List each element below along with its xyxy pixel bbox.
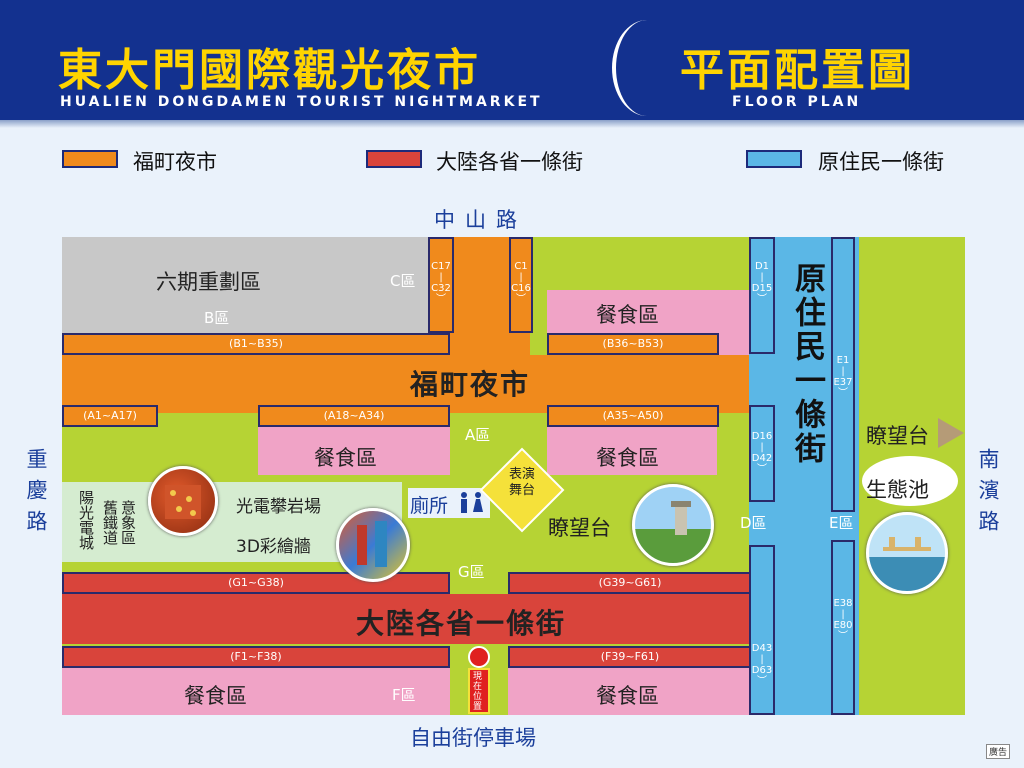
stall-strip-e2: E38| E80︶ xyxy=(831,540,855,715)
ad-badge: 廣告 xyxy=(986,744,1011,759)
mural-wall-photo xyxy=(336,508,410,582)
stall-strip-d1: D1| D15︶ xyxy=(749,237,775,354)
food-area-pink-a2 xyxy=(258,425,450,475)
you-are-here-label: 現在位置 xyxy=(473,672,483,712)
mainland-street-label: 大陸各省一條街 xyxy=(356,607,567,640)
road-north: 中山路 xyxy=(434,208,527,232)
fuding-market-label: 福町夜市 xyxy=(410,368,531,401)
fuding-main-band xyxy=(62,355,752,413)
zone-f-label: F區 xyxy=(392,686,416,704)
title-en: HUALIEN DONGDAMEN TOURIST NIGHTMARKET xyxy=(60,94,543,110)
you-are-here-pin xyxy=(468,646,490,668)
stall-strip-d3: D43| D63︶ xyxy=(749,545,775,715)
stall-strip-e1: E1| E37︶ xyxy=(831,237,855,512)
stage-label: 表演舞台 xyxy=(496,467,548,499)
mural-icon xyxy=(357,521,387,567)
food-area-pink-a3 xyxy=(547,425,717,475)
food-area-pink-se xyxy=(508,668,752,715)
stall-strip-a3: (A35~A50) xyxy=(547,405,719,427)
climbing-wall-photo xyxy=(148,466,218,536)
east-arrow-head xyxy=(938,418,964,448)
stall-strip-g2: (G39~G61) xyxy=(508,572,752,594)
aboriginal-street-label: 原住民一條街 xyxy=(789,262,825,466)
lookout-east-label: 瞭望台 xyxy=(866,424,929,448)
stall-d1-start: D1 xyxy=(754,261,770,272)
food-area-label-a2: 餐食區 xyxy=(314,446,377,470)
stall-strip-c1: C17| C32︶ xyxy=(428,237,454,333)
food-area-pink-sw xyxy=(62,668,450,715)
stall-d2-end: D42 xyxy=(751,453,773,464)
stall-strip-a1: (A1~A17) xyxy=(62,405,158,427)
zone-g-label: G區 xyxy=(458,563,485,581)
food-area-label-sw: 餐食區 xyxy=(184,684,247,708)
zone-d-label: D區 xyxy=(740,514,767,532)
eco-pond-icon xyxy=(883,537,931,551)
stall-d2-start: D16 xyxy=(751,431,773,442)
redevelopment-area xyxy=(62,237,432,335)
food-area-label-a3: 餐食區 xyxy=(596,446,659,470)
stall-e1-end: E37 xyxy=(833,377,853,388)
legend-swatch-red xyxy=(366,150,422,168)
climbing-label: 光電攀岩場 xyxy=(236,497,321,517)
stall-e2-start: E38 xyxy=(833,598,853,609)
stall-d3-start: D43 xyxy=(751,643,773,654)
you-are-here-tag: 現在位置 xyxy=(468,668,490,714)
mainland-main-band xyxy=(62,594,752,644)
climbing-wall-icon xyxy=(165,485,201,519)
road-south: 自由街停車場 xyxy=(410,726,536,750)
eco-pond-photo xyxy=(866,512,948,594)
mural-label: 3D彩繪牆 xyxy=(236,537,311,557)
stall-strip-d2: D16| D42︶ xyxy=(749,405,775,502)
stall-strip-c2: C1| C16︶ xyxy=(509,237,533,333)
food-area-label-se: 餐食區 xyxy=(596,684,659,708)
toilet-icon xyxy=(456,490,486,516)
stall-d1-end: D15 xyxy=(751,283,773,294)
stall-strip-b2: (B36~B53) xyxy=(547,333,719,355)
zone-c-label: C區 xyxy=(390,272,416,290)
stall-strip-a2: (A18~A34) xyxy=(258,405,450,427)
title-zh: 東大門國際觀光夜市 xyxy=(58,45,481,96)
stall-strip-b1: (B1~B35) xyxy=(62,333,450,355)
toilet-label: 廁所 xyxy=(410,495,449,517)
legend-swatch-orange xyxy=(62,150,118,168)
stall-strip-f1: (F1~F38) xyxy=(62,646,450,668)
redevelopment-label: 六期重劃區 xyxy=(156,270,261,294)
food-area-label-ne: 餐食區 xyxy=(596,303,659,327)
stall-d3-end: D63 xyxy=(751,665,773,676)
stall-e1-start: E1 xyxy=(836,355,850,366)
lookout-label: 瞭望台 xyxy=(548,516,611,540)
legend-label-fuding: 福町夜市 xyxy=(133,150,217,174)
sun-city-label: 陽光電城 xyxy=(77,490,95,550)
stage-text: 表演舞台 xyxy=(508,467,535,498)
eco-pond-cloud xyxy=(862,456,958,506)
stall-c2-start: C1 xyxy=(514,261,528,272)
lookout-photo xyxy=(632,484,714,566)
old-rail-label: 舊鐵道 xyxy=(101,500,119,545)
legend-swatch-blue xyxy=(746,150,802,168)
stall-c1-start: C17 xyxy=(431,261,451,272)
road-east: 南濱路 xyxy=(970,448,1000,552)
stall-e2-end: E80 xyxy=(833,620,853,631)
stall-strip-g1: (G1~G38) xyxy=(62,572,450,594)
plan-title-en: FLOOR PLAN xyxy=(732,94,862,110)
eco-pond-label: 生態池 xyxy=(866,478,929,502)
legend-label-aboriginal: 原住民一條街 xyxy=(818,150,944,174)
header-edge xyxy=(0,120,1024,128)
road-west: 重慶路 xyxy=(18,448,48,552)
road-east-text: 南濱路 xyxy=(976,448,1000,541)
legend-label-mainland: 大陸各省一條街 xyxy=(436,150,583,174)
header-divider-arc xyxy=(612,20,682,116)
stall-c2-end: C16 xyxy=(511,283,531,294)
stall-strip-f2: (F39~F61) xyxy=(508,646,752,668)
lookout-tower-icon xyxy=(671,501,691,535)
zone-e-label: E區 xyxy=(829,514,854,532)
stall-c1-end: C32 xyxy=(431,283,451,294)
plan-title-zh: 平面配置圖 xyxy=(680,45,915,96)
zone-a-label: A區 xyxy=(465,426,491,444)
road-west-text: 重慶路 xyxy=(24,448,48,541)
zone-b-label: B區 xyxy=(204,309,230,327)
imagery-label: 意象區 xyxy=(119,500,137,545)
header-banner xyxy=(0,0,1024,122)
